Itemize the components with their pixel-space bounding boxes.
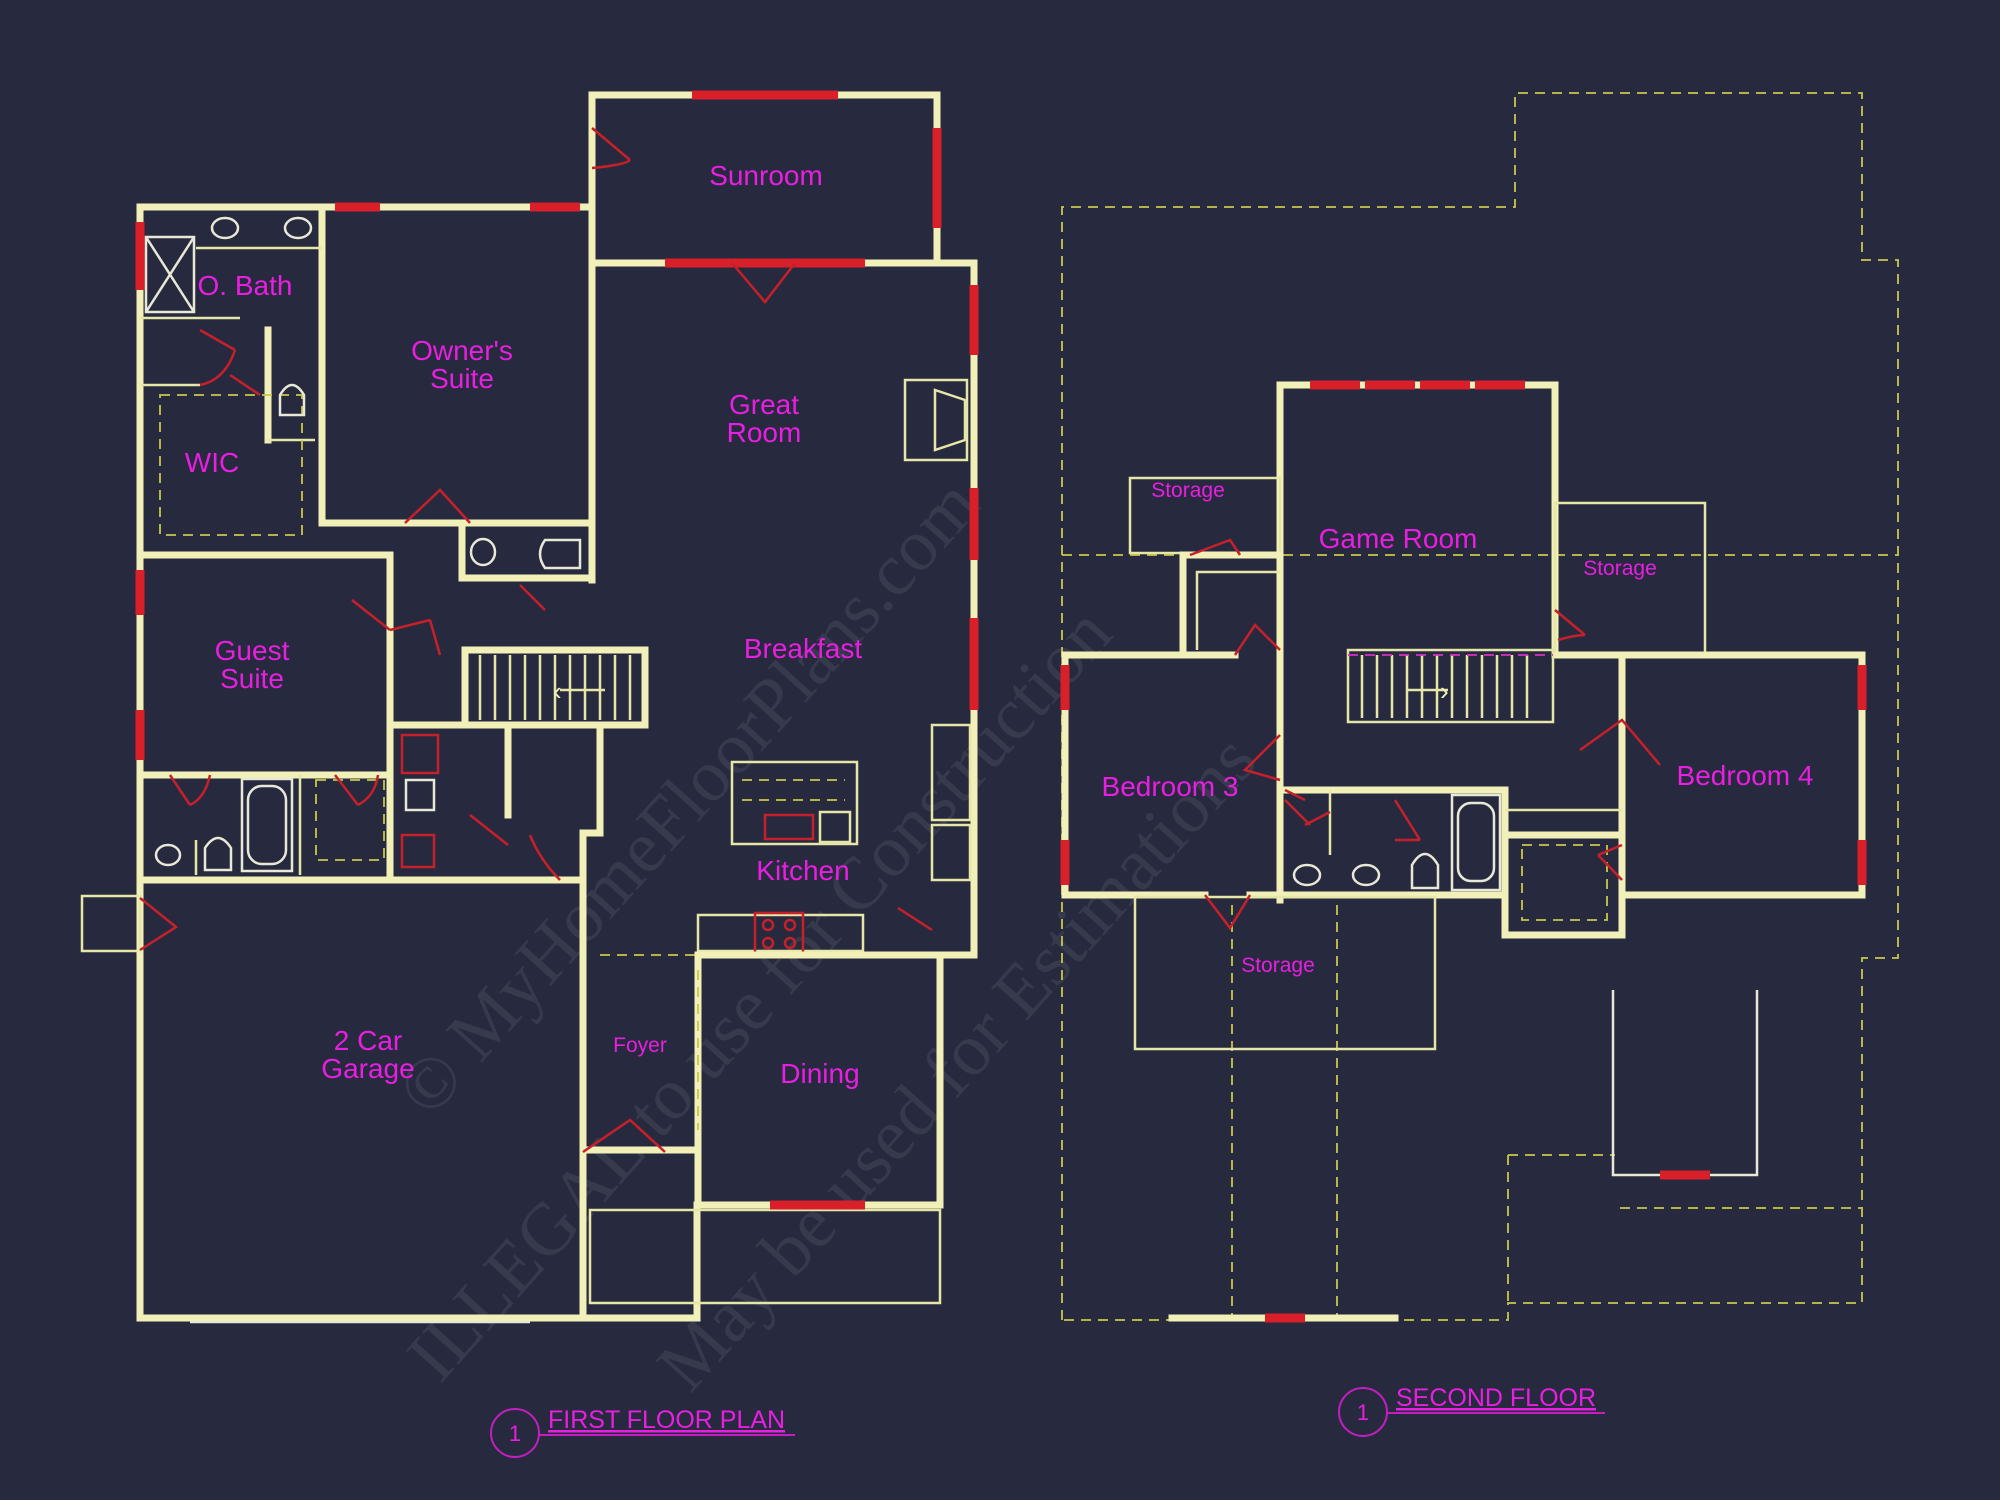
closet-wall <box>1179 551 1284 659</box>
room-label-wic: WIC <box>185 447 239 478</box>
room-label-guest-suite-1: Guest <box>215 635 290 666</box>
kitchen-counter <box>696 913 865 953</box>
room-label-storage-right: Storage <box>1583 557 1657 580</box>
washer <box>400 733 440 775</box>
bedroom-4-wall <box>1551 651 1866 899</box>
room-label-kitchen: Kitchen <box>756 855 849 886</box>
stair-arrow-icon-2: › <box>1440 676 1449 706</box>
fireplace <box>903 378 969 462</box>
second-floor-title: SECOND FLOOR <box>1396 1384 1596 1412</box>
room-label-owners-suite-1: Owner's <box>411 335 513 366</box>
hall-bath-sink-2 <box>1351 863 1381 887</box>
hall-bath-sink-1 <box>1292 863 1322 887</box>
room-label-guest-suite-2: Suite <box>220 663 284 694</box>
room-label-bedroom-4: Bedroom 4 <box>1677 760 1814 791</box>
hall-bath-wall <box>1276 786 1509 899</box>
burner-2 <box>783 918 797 932</box>
garage-wall <box>136 829 604 1322</box>
o-bath-sink-2 <box>283 216 313 240</box>
first-floor-title: FIRST FLOOR PLAN <box>548 1406 785 1434</box>
dishwasher <box>818 810 852 844</box>
stair-arrow-icon: ‹ <box>553 676 562 706</box>
room-label-storage-bottom: Storage <box>1241 954 1315 977</box>
first-floor-title-number: 1 <box>509 1421 521 1446</box>
closet-wall-inner <box>1195 570 1280 650</box>
guest-closet <box>315 779 385 861</box>
bedroom-4-closet <box>1521 844 1608 921</box>
o-bath-sink-1 <box>210 216 240 240</box>
room-label-garage-1: 2 Car <box>334 1025 402 1056</box>
powder-sink <box>469 537 497 567</box>
room-label-game-room: Game Room <box>1319 523 1478 554</box>
room-label-storage-left: Storage <box>1151 479 1225 502</box>
first-floor-title-marker <box>490 1408 540 1458</box>
second-floor-doors <box>1189 538 1661 931</box>
first-floor-windows <box>135 90 979 1210</box>
laundry-sink <box>404 778 436 812</box>
guest-sink <box>154 843 182 867</box>
guest-tub-inner <box>246 784 288 866</box>
refrigerator <box>930 823 972 882</box>
o-bath-toilet <box>278 383 306 417</box>
front-porch <box>588 1208 942 1305</box>
wic-shelving <box>159 394 303 536</box>
hall-bath-tub-inner <box>1456 801 1496 883</box>
kitchen-sink <box>763 813 815 841</box>
powder-room-wall <box>458 519 596 582</box>
second-floor-windows <box>1060 380 1867 1323</box>
storage-bottom-box <box>1133 895 1437 1051</box>
second-floor-plan: › <box>1060 92 1899 1437</box>
bedroom-3-wall <box>1061 651 1239 899</box>
room-label-dining: Dining <box>780 1058 859 1089</box>
burner-3 <box>761 936 775 950</box>
watermark: © MyHomeFloorPlans.com ILLEGAL to use fo… <box>382 463 1272 1406</box>
second-floor-stair-treads <box>1360 655 1529 718</box>
hall-bath-tub <box>1450 793 1502 892</box>
room-label-sunroom: Sunroom <box>709 160 823 191</box>
dryer <box>400 833 436 869</box>
game-room-wall <box>1276 381 1559 904</box>
first-floor-doors <box>139 127 933 1154</box>
room-label-o-bath: O. Bath <box>198 270 293 301</box>
room-label-foyer: Foyer <box>613 1034 667 1057</box>
powder-toilet <box>538 538 582 570</box>
second-floor-title-number: 1 <box>1357 1400 1369 1425</box>
shower-x2 <box>144 236 196 313</box>
room-label-great-room-2: Room <box>727 417 802 448</box>
balcony-rail <box>1611 990 1759 1177</box>
fireplace-firebox <box>933 388 967 452</box>
hall-bath-toilet <box>1410 852 1440 890</box>
first-floor-plan: ‹ <box>80 90 979 1458</box>
first-floor-stair-treads <box>478 655 632 720</box>
room-label-great-room-1: Great <box>729 389 799 420</box>
guest-tub <box>240 777 294 873</box>
room-label-breakfast: Breakfast <box>744 633 862 664</box>
room-label-bedroom-3: Bedroom 3 <box>1102 771 1239 802</box>
second-floor-stair <box>1346 648 1555 724</box>
roof-outline <box>1061 92 1899 1321</box>
room-label-garage-2: Garage <box>321 1053 414 1084</box>
guest-toilet <box>203 836 233 872</box>
shower <box>144 235 196 314</box>
garage-step <box>80 894 142 953</box>
room-label-owners-suite-2: Suite <box>430 363 494 394</box>
kitchen-island <box>730 760 859 846</box>
burner-4 <box>783 936 797 950</box>
burner-1 <box>761 918 775 932</box>
pantry-cabinets <box>930 723 972 822</box>
